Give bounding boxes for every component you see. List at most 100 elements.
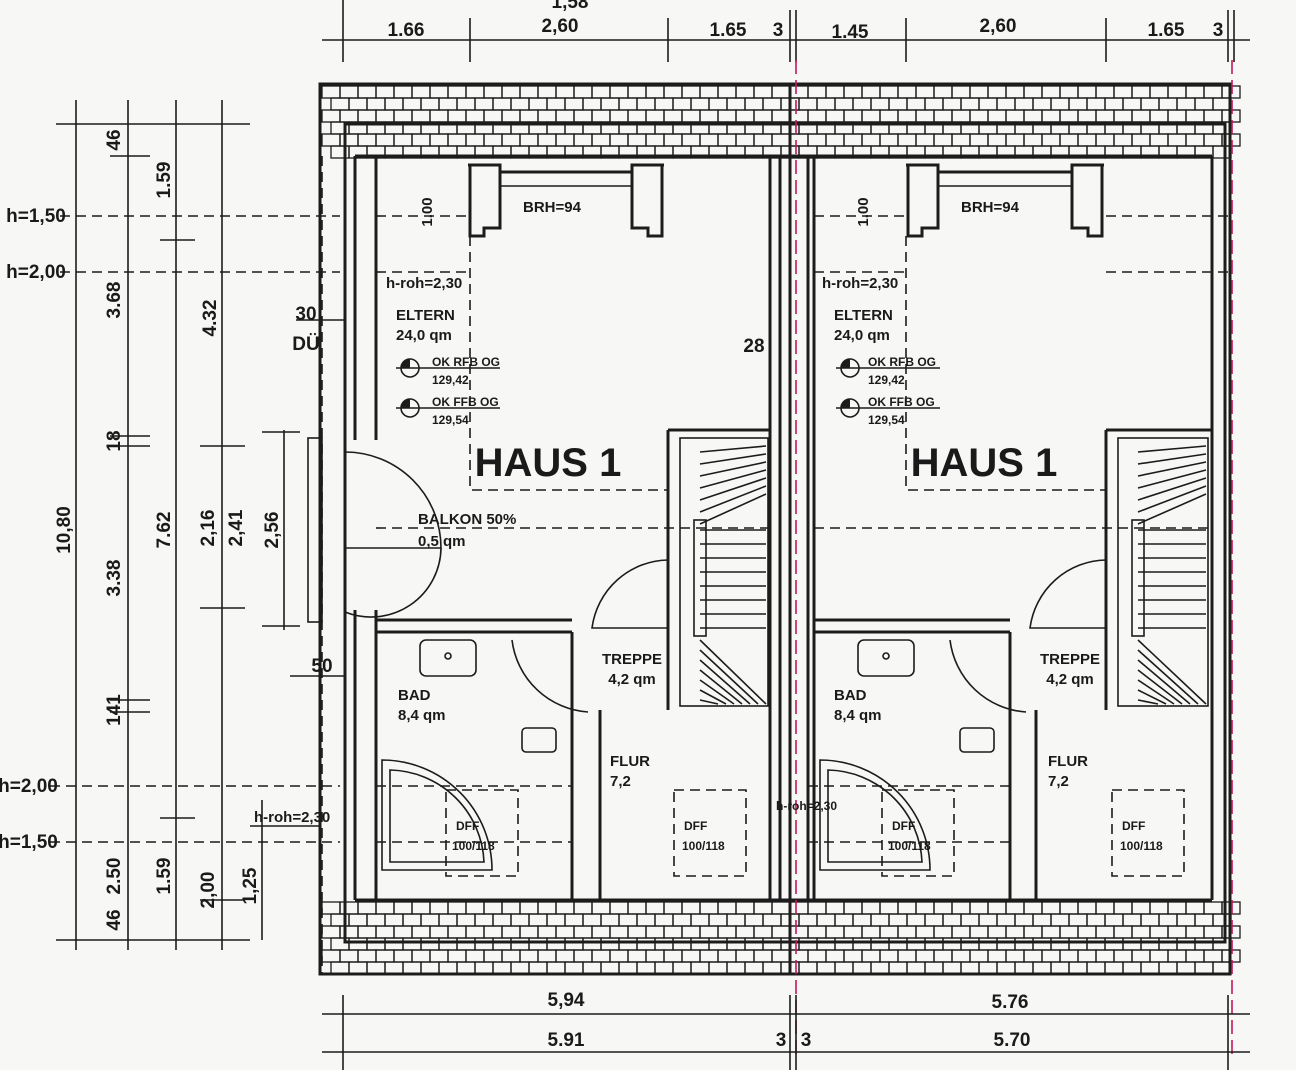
roof-tile xyxy=(888,913,908,927)
roof-tile xyxy=(483,925,503,939)
roof-tile xyxy=(618,913,638,927)
dim-col1-a: 46 xyxy=(104,129,125,150)
stair-tread xyxy=(1137,453,1207,465)
roof-tile xyxy=(663,85,683,99)
roof-tile xyxy=(339,949,359,963)
roof-tile xyxy=(1203,109,1223,123)
roof-tile xyxy=(1212,97,1232,111)
right-treppe: TREPPE xyxy=(1040,651,1100,668)
right-ok-rfb-val: 129,42 xyxy=(868,373,905,387)
top-dimension-chain: 1,58 1.66 2,60 1.65 3 1.45 2,60 1.65 3 xyxy=(322,0,1250,62)
roof-tile xyxy=(1095,109,1115,123)
roof-tile xyxy=(582,97,602,111)
roof-tile xyxy=(1086,961,1106,975)
roof-tile xyxy=(924,961,944,975)
right-flur: FLUR xyxy=(1048,753,1088,770)
roof-tile xyxy=(339,925,359,939)
roof-tile xyxy=(825,925,845,939)
left-treppe: TREPPE xyxy=(602,651,662,668)
roof-tile xyxy=(564,97,584,111)
roof-tile xyxy=(807,109,827,123)
roof-tile xyxy=(951,133,971,147)
roof-tile xyxy=(1149,109,1169,123)
roof-tile xyxy=(519,901,539,915)
roof-tile xyxy=(591,925,611,939)
roof-tile xyxy=(609,949,629,963)
roof-tile xyxy=(834,961,854,975)
roof-tile xyxy=(978,961,998,975)
roof-tile xyxy=(771,133,791,147)
dim-col1-b: 3.68 xyxy=(104,282,125,319)
roof-tile xyxy=(960,937,980,951)
roof-tile xyxy=(843,901,863,915)
roof-tile xyxy=(735,925,755,939)
right-treppe-area: 4,2 qm xyxy=(1046,671,1094,688)
right-eltern-area: 24,0 qm xyxy=(834,327,890,344)
roof-tile xyxy=(1131,901,1151,915)
roof-tile xyxy=(816,913,836,927)
roof-tile xyxy=(1185,133,1205,147)
roof-tile xyxy=(420,937,440,951)
roof-tile xyxy=(852,97,872,111)
roof-tile xyxy=(1158,913,1178,927)
roof-tile xyxy=(708,913,728,927)
roof-tile xyxy=(357,901,377,915)
roof-tile xyxy=(888,97,908,111)
roof-tile xyxy=(1167,109,1187,123)
roof-tile xyxy=(1203,133,1223,147)
left-dff2: DFF xyxy=(684,819,707,833)
stair-tread xyxy=(1137,669,1183,705)
roof-tile xyxy=(1194,97,1214,111)
roof-tile xyxy=(1185,109,1205,123)
roof-tile xyxy=(402,961,422,975)
roof-tile xyxy=(906,97,926,111)
roof-tile xyxy=(825,85,845,99)
roof-tile xyxy=(600,961,620,975)
roof-tile xyxy=(393,901,413,915)
roof-tile xyxy=(1104,97,1124,111)
roof-tile xyxy=(717,85,737,99)
roof-tile xyxy=(609,925,629,939)
roof-tile xyxy=(537,901,557,915)
roof-tile xyxy=(375,949,395,963)
roof-tile xyxy=(528,961,548,975)
roof-tile xyxy=(375,85,395,99)
roof-tile xyxy=(348,937,368,951)
roof-tile xyxy=(609,133,629,147)
roof-tile xyxy=(852,937,872,951)
roof-tile xyxy=(807,925,827,939)
roof-tile xyxy=(753,133,773,147)
right-dff2-size: 100/118 xyxy=(1120,839,1163,853)
stair-tread xyxy=(1137,679,1175,705)
roof-tile xyxy=(1059,133,1079,147)
roof-tile xyxy=(726,913,746,927)
roof-tile xyxy=(762,937,782,951)
roof-tile xyxy=(690,937,710,951)
roof-tile xyxy=(996,97,1016,111)
roof-tile xyxy=(663,109,683,123)
roof-tile xyxy=(627,85,647,99)
roof-tile xyxy=(591,109,611,123)
roof-tile xyxy=(483,109,503,123)
roof-tile xyxy=(465,109,485,123)
roof-tile xyxy=(906,937,926,951)
roof-tile xyxy=(1095,901,1115,915)
roof-tiles-bottom xyxy=(321,901,1241,975)
roof-tile xyxy=(699,925,719,939)
roof-tile xyxy=(834,97,854,111)
roof-tile xyxy=(438,937,458,951)
stair-tread xyxy=(699,639,767,705)
roof-tile xyxy=(519,85,539,99)
left-ok-rfb-val: 129,42 xyxy=(432,373,469,387)
roof-tile xyxy=(591,949,611,963)
roof-tile xyxy=(708,961,728,975)
roof-tile xyxy=(978,937,998,951)
roof-tile xyxy=(438,97,458,111)
roof-tile xyxy=(501,925,521,939)
left-eltern-area: 24,0 qm xyxy=(396,327,452,344)
roof-tile xyxy=(807,949,827,963)
roof-tile xyxy=(1140,913,1160,927)
bottom-dim-4: 3 xyxy=(776,1030,787,1051)
roof-tile xyxy=(636,97,656,111)
house-left: BRH=94 1.00 h-roh=2,30 ELTERN 24,0 qm OK… xyxy=(307,156,772,900)
